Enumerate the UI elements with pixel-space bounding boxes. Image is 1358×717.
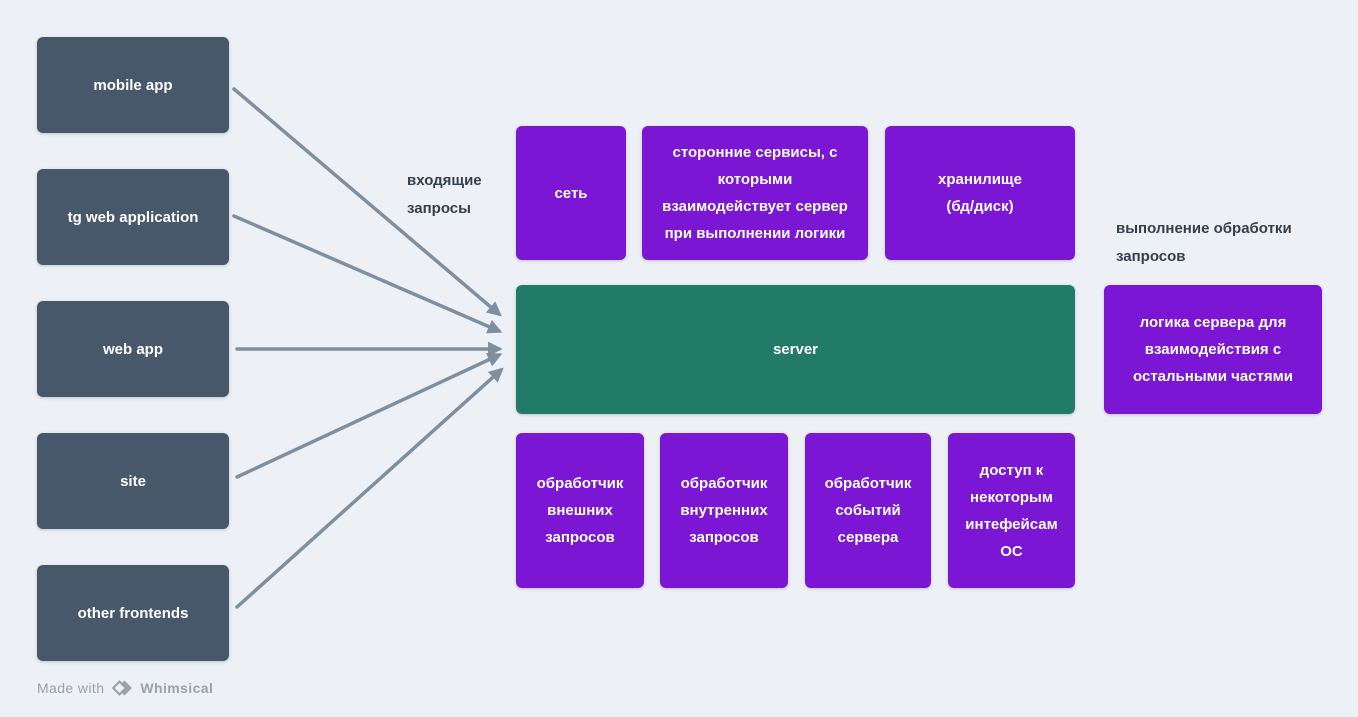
- node-label: сеть: [554, 184, 588, 202]
- node-storage[interactable]: хранилище (бд/диск): [885, 126, 1075, 260]
- node-label: сторонние сервисы, с которыми взаимодейс…: [662, 144, 848, 242]
- node-label: хранилище (бд/диск): [938, 171, 1022, 215]
- node-label: обработчик событий сервера: [824, 475, 912, 546]
- node-tg-web-application[interactable]: tg web application: [37, 169, 229, 265]
- node-mobile-app[interactable]: mobile app: [37, 37, 229, 133]
- whimsical-diamonds-icon: [110, 676, 134, 700]
- node-internal-request-handler[interactable]: обработчик внутренних запросов: [660, 433, 788, 588]
- node-label: обработчик внешних запросов: [536, 475, 624, 546]
- node-server[interactable]: server: [516, 285, 1075, 414]
- node-server-logic[interactable]: логика сервера для взаимодействия с оста…: [1104, 285, 1322, 414]
- node-os-interface-access[interactable]: доступ к некоторым интефейсам ОС: [948, 433, 1075, 588]
- arrow-mobile-app-to-server[interactable]: [232, 87, 502, 317]
- node-label: tg web application: [67, 208, 199, 226]
- node-network[interactable]: сеть: [516, 126, 626, 260]
- node-web-app[interactable]: web app: [37, 301, 229, 397]
- label-incoming-requests: входящие запросы: [407, 172, 482, 217]
- arrow-other-frontends-to-server[interactable]: [235, 367, 504, 609]
- node-label: доступ к некоторым интефейсам ОС: [965, 461, 1058, 560]
- made-with-whimsical-badge: Made with Whimsical: [37, 676, 213, 700]
- node-label: site: [120, 472, 146, 490]
- node-label: other frontends: [77, 604, 189, 622]
- node-server-event-handler[interactable]: обработчик событий сервера: [805, 433, 931, 588]
- arrow-tg-web-application-to-server[interactable]: [232, 214, 503, 334]
- node-other-frontends[interactable]: other frontends: [37, 565, 229, 661]
- node-label: server: [772, 341, 819, 358]
- node-site[interactable]: site: [37, 433, 229, 529]
- node-label: web app: [102, 340, 163, 358]
- made-with-text: Made with: [37, 680, 105, 696]
- whimsical-brand-link[interactable]: Whimsical: [140, 680, 214, 696]
- node-third-party-services[interactable]: сторонние сервисы, с которыми взаимодейс…: [642, 126, 868, 260]
- node-label: обработчик внутренних запросов: [680, 475, 768, 546]
- node-label: логика сервера для взаимодействия с оста…: [1133, 314, 1293, 385]
- node-label: mobile app: [93, 76, 173, 94]
- arrow-site-to-server[interactable]: [235, 352, 503, 479]
- node-external-request-handler[interactable]: обработчик внешних запросов: [516, 433, 644, 588]
- label-request-processing: выполнение обработки запросов: [1116, 220, 1292, 265]
